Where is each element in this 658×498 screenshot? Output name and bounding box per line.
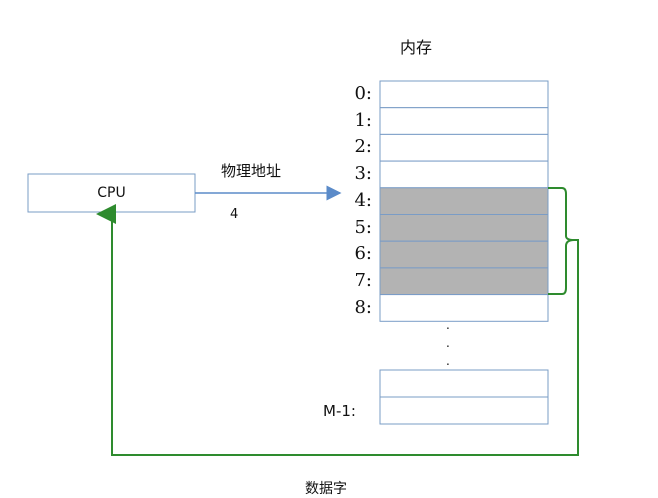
data-word-brace	[548, 187, 575, 295]
diagram-canvas	[27, 80, 579, 456]
ellipsis-dot-2: .	[446, 336, 450, 350]
memory-cell	[379, 107, 549, 135]
memory-cell	[379, 267, 549, 296]
memory-address-label: 4:	[354, 189, 372, 211]
memory-cell	[379, 80, 549, 109]
data-word-label: 数据字	[305, 481, 347, 497]
memory-address-label: 2:	[354, 136, 372, 158]
memory-address-label: 6:	[354, 243, 372, 265]
memory-cell	[379, 133, 549, 162]
memory-cell	[379, 214, 549, 242]
ellipsis-dot-1: .	[446, 318, 450, 332]
memory-last-index: M-1:	[323, 402, 356, 420]
memory-address-label: 7:	[354, 269, 372, 291]
cpu-label: CPU	[97, 185, 126, 201]
memory-cells	[379, 80, 549, 322]
physical-address-value: 4	[230, 207, 239, 222]
memory-cell	[379, 294, 549, 322]
memory-address-label: 5:	[354, 216, 372, 238]
ellipsis-dot-3: .	[446, 354, 450, 368]
memory-cell	[379, 187, 549, 216]
data-return-path	[96, 204, 579, 456]
memory-cell	[379, 160, 549, 189]
memory-cell-tail-upper	[379, 369, 549, 398]
memory-cell-tail-last	[379, 396, 549, 425]
memory-cell	[379, 240, 549, 269]
memory-address-label: 3:	[354, 163, 372, 185]
memory-address-label: 0:	[354, 83, 372, 104]
memory-address-label: 8:	[354, 296, 372, 318]
physical-address-label: 物理地址	[221, 162, 282, 180]
memory-title: 内存	[400, 38, 433, 57]
memory-address-label: 1:	[354, 109, 372, 131]
